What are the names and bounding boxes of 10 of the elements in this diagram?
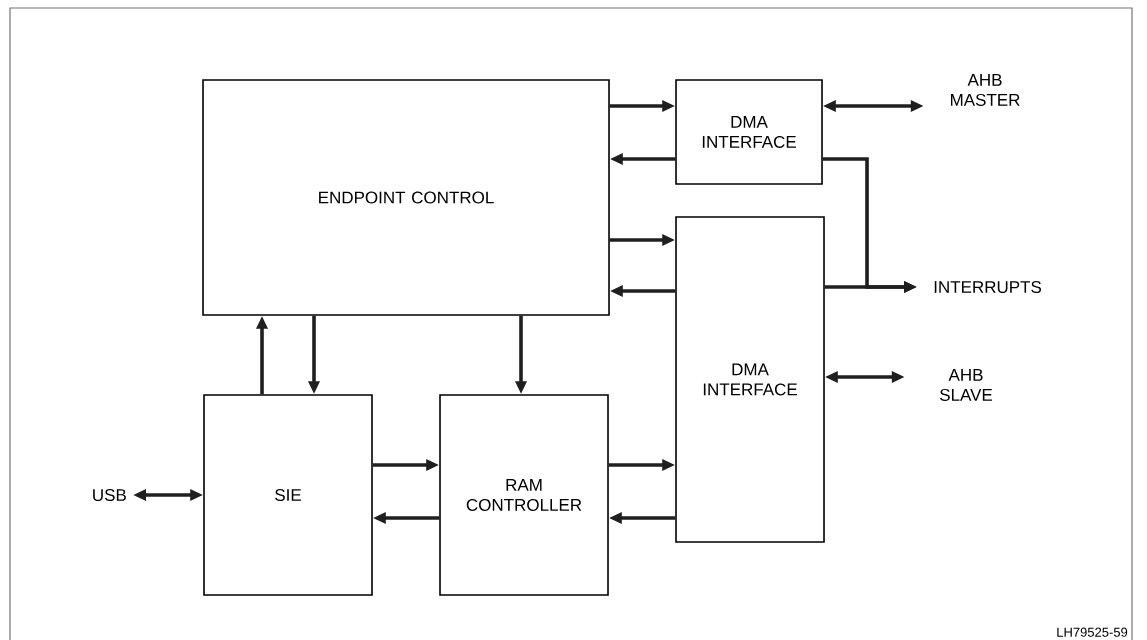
block-box: ENDPOINT CONTROL — [202, 79, 610, 316]
signal-label: USB — [93, 489, 126, 502]
signal-label: INTERRUPTS — [934, 281, 1042, 294]
block-box: DMA INTERFACE — [675, 216, 825, 543]
block-box: SIE — [203, 394, 373, 596]
signal-label: AHB MASTER — [951, 74, 1020, 106]
signal-label: AHB SLAVE — [940, 369, 993, 401]
block-box: RAM CONTROLLER — [439, 394, 609, 596]
block-box: DMA INTERFACE — [675, 79, 823, 185]
figure-code: LH79525-59 — [1057, 627, 1128, 637]
